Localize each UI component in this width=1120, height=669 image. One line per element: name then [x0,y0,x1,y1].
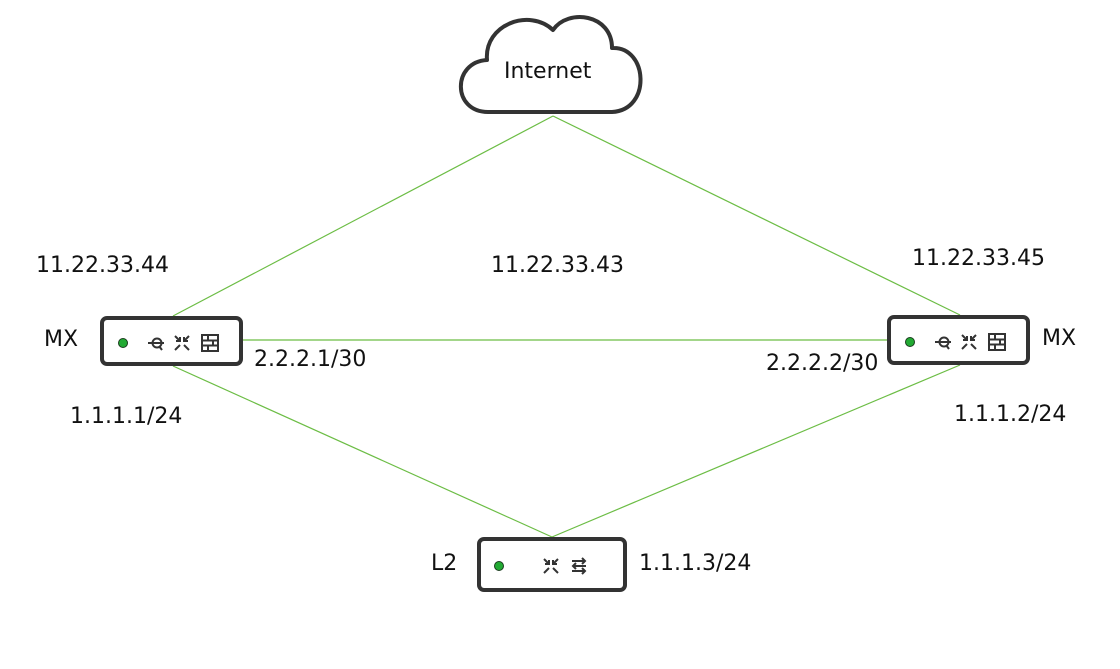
status-led [905,337,915,347]
switch-icon [961,334,977,350]
firewall-icon [201,334,219,352]
mx-right-wan-ip: 11.22.33.45 [912,246,1045,271]
mx-right-device[interactable] [887,315,1030,365]
switch-icon [543,558,559,574]
mx-left-name: MX [44,327,79,352]
vlan-icon [571,557,587,575]
switch-icon [174,335,190,351]
l2-ip: 1.1.1.3/24 [639,551,752,576]
virtual-ip: 11.22.33.43 [491,253,624,278]
cloud-label: Internet [504,59,592,84]
status-led [494,561,504,571]
firewall-icon [988,333,1006,351]
mx-left-device[interactable] [100,316,243,366]
status-led [118,338,128,348]
mx-right-name: MX [1042,326,1077,351]
vpn-icon [148,337,164,351]
mx-right-lan-ip: 1.1.1.2/24 [954,402,1067,427]
link-cloud-mx_right [552,115,961,316]
vpn-icon [935,336,951,350]
mx-right-transit-ip: 2.2.2.2/30 [766,351,879,376]
links-layer [172,115,961,538]
link-mx_right-l2 [551,364,961,538]
mx-left-wan-ip: 11.22.33.44 [36,253,169,278]
mx-left-transit-ip: 2.2.2.1/30 [254,347,367,372]
cloud-icon [458,15,643,114]
link-mx_left-l2 [172,365,553,538]
l2-name: L2 [431,551,458,576]
mx-left-lan-ip: 1.1.1.1/24 [70,404,183,429]
l2-switch-device[interactable] [477,537,627,592]
link-cloud-mx_left [172,115,554,317]
